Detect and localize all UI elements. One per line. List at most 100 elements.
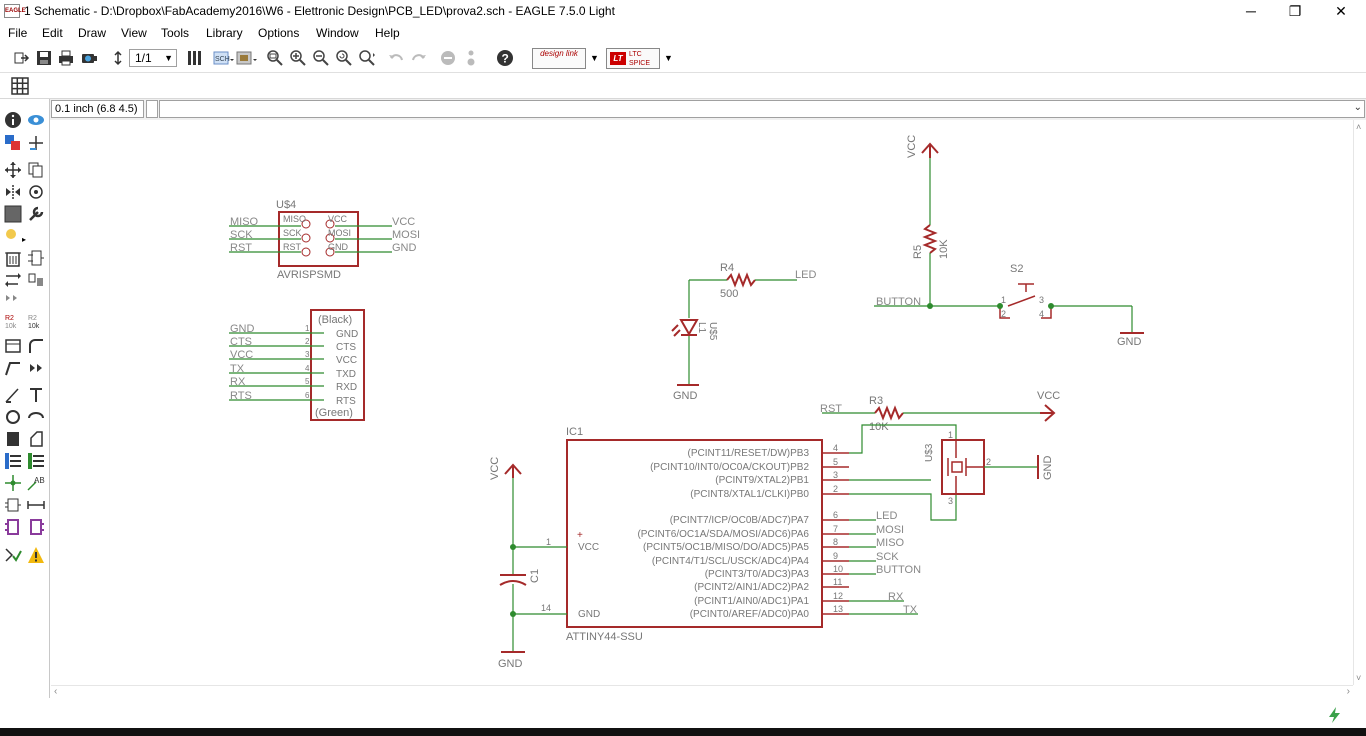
schematic-drawing[interactable]: U$4 MISO SCK RST VCC MOSI GND (51, 120, 1353, 685)
rect-icon[interactable] (4, 430, 22, 448)
zoom-fit-icon[interactable] (266, 49, 284, 67)
sheet-select[interactable]: 1/1 ▼ (129, 49, 177, 67)
grid-icon[interactable] (11, 77, 29, 95)
erc-icon[interactable] (4, 546, 22, 564)
ftdi-part[interactable]: (Black) (Green) GND CTS VCC TXD RXD RTS … (229, 309, 365, 421)
chevron-down-icon[interactable]: ▸ (22, 235, 27, 244)
restore-button[interactable]: ❐ (1288, 3, 1302, 19)
display-icon[interactable] (4, 134, 22, 152)
layers-icon[interactable] (185, 49, 203, 67)
u4-part[interactable]: U$4 MISO SCK RST VCC MOSI GND (229, 199, 420, 281)
c1-part[interactable]: VCC C1 GND (489, 457, 541, 670)
group-icon[interactable] (4, 205, 22, 223)
info-icon[interactable] (4, 111, 22, 129)
brd-switch-icon[interactable] (236, 49, 258, 67)
menu-tools[interactable]: Tools (161, 26, 190, 40)
help-icon[interactable]: ? (496, 49, 514, 67)
replace-icon[interactable] (27, 271, 45, 289)
arc-icon[interactable] (27, 408, 45, 426)
menu-options[interactable]: Options (258, 26, 300, 40)
rotate-icon[interactable] (27, 183, 45, 201)
u4-pin-mosi: MOSI (328, 228, 351, 238)
scroll-down-icon[interactable]: ˅ (1356, 673, 1362, 683)
junction-icon[interactable] (4, 474, 22, 492)
scroll-right-icon[interactable]: › (1346, 686, 1350, 697)
go-icon[interactable] (462, 49, 480, 67)
menu-draw[interactable]: Draw (78, 26, 107, 40)
ic1-part[interactable]: IC1 ATTINY44-SSU + VCC GND 1 14 (PCINT11… (513, 424, 957, 643)
chevron-down-icon[interactable]: ⌄ (1353, 102, 1362, 113)
chevron-down-icon[interactable]: ▼ (664, 53, 673, 63)
command-history-button[interactable] (146, 100, 158, 118)
dimension-icon[interactable] (27, 496, 45, 514)
open-icon[interactable] (12, 49, 30, 67)
status-bar (0, 698, 1366, 728)
stop-icon[interactable] (439, 49, 457, 67)
text-icon[interactable] (27, 386, 45, 404)
bus-icon[interactable] (4, 452, 22, 470)
save-icon[interactable] (35, 49, 53, 67)
chevron-down-icon[interactable]: ▼ (590, 53, 599, 63)
pinswap-icon[interactable] (4, 271, 22, 289)
status-go-icon[interactable] (1326, 706, 1344, 724)
ltspice-button[interactable]: LT LTC SPICE (606, 48, 660, 69)
menu-help[interactable]: Help (375, 26, 400, 40)
split-icon[interactable] (4, 359, 22, 377)
change-icon[interactable] (27, 205, 45, 223)
errors-icon[interactable] (27, 546, 45, 564)
horizontal-scrollbar[interactable]: ‹ › (51, 685, 1353, 698)
print-icon[interactable] (57, 49, 75, 67)
r3-part[interactable]: RST R3 10K VCC (820, 390, 1060, 433)
add-icon[interactable] (27, 249, 45, 267)
show-icon[interactable] (27, 111, 45, 129)
undo-icon[interactable] (387, 49, 405, 67)
ic1-net-miso: MISO (876, 537, 905, 549)
schematic-canvas[interactable]: U$4 MISO SCK RST VCC MOSI GND (51, 120, 1353, 685)
invoke-icon[interactable] (27, 359, 45, 377)
label-icon[interactable]: AB (27, 474, 45, 492)
module-icon[interactable] (27, 518, 45, 536)
designlink-button[interactable]: design link (532, 48, 586, 69)
vertical-scrollbar[interactable]: ˄ ˅ (1353, 120, 1366, 685)
mark-icon[interactable] (27, 134, 45, 152)
menu-window[interactable]: Window (316, 26, 359, 40)
u3-part[interactable]: U$3 1 2 3 GND (924, 430, 1054, 506)
polygon-icon[interactable] (27, 430, 45, 448)
r5-s2-part[interactable]: VCC R5 10K BUTTON S2 1 (874, 135, 1144, 348)
app-icon: EAGLE (4, 4, 26, 18)
menu-library[interactable]: Library (206, 26, 243, 40)
delete-icon[interactable] (4, 249, 22, 267)
minimize-button[interactable]: ─ (1246, 3, 1256, 19)
circle-icon[interactable] (4, 408, 22, 426)
menu-edit[interactable]: Edit (42, 26, 63, 40)
copy-icon[interactable] (27, 161, 45, 179)
paste-icon[interactable] (4, 226, 22, 244)
scroll-up-icon[interactable]: ˄ (1356, 122, 1362, 132)
zoom-in-icon[interactable] (289, 49, 307, 67)
u3-pin1: 1 (948, 430, 953, 440)
menu-file[interactable]: File (8, 26, 28, 40)
smash-icon[interactable] (4, 337, 22, 355)
wire-icon[interactable] (4, 386, 22, 404)
scroll-left-icon[interactable]: ‹ (54, 686, 58, 697)
net-icon[interactable] (27, 452, 45, 470)
cam-icon[interactable] (80, 49, 98, 67)
miter-icon[interactable] (27, 337, 45, 355)
move-icon[interactable] (4, 161, 22, 179)
frame-icon[interactable] (4, 518, 22, 536)
gateswap-icon[interactable] (4, 290, 22, 308)
close-button[interactable]: ✕ (1335, 3, 1347, 19)
sch-switch-icon[interactable]: SCH (213, 49, 235, 67)
zoom-redraw-icon[interactable] (335, 49, 353, 67)
attribute-icon[interactable] (4, 496, 22, 514)
zoom-out-icon[interactable] (312, 49, 330, 67)
menu-view[interactable]: View (121, 26, 147, 40)
command-input[interactable] (159, 100, 1365, 118)
redo-icon[interactable] (410, 49, 428, 67)
ftdi-pin-txd: TXD (336, 369, 356, 380)
r4-led-part[interactable]: R4 500 LED U$5 L1 GND (671, 262, 816, 402)
zoom-select-icon[interactable] (358, 49, 376, 67)
mirror-icon[interactable] (4, 183, 22, 201)
